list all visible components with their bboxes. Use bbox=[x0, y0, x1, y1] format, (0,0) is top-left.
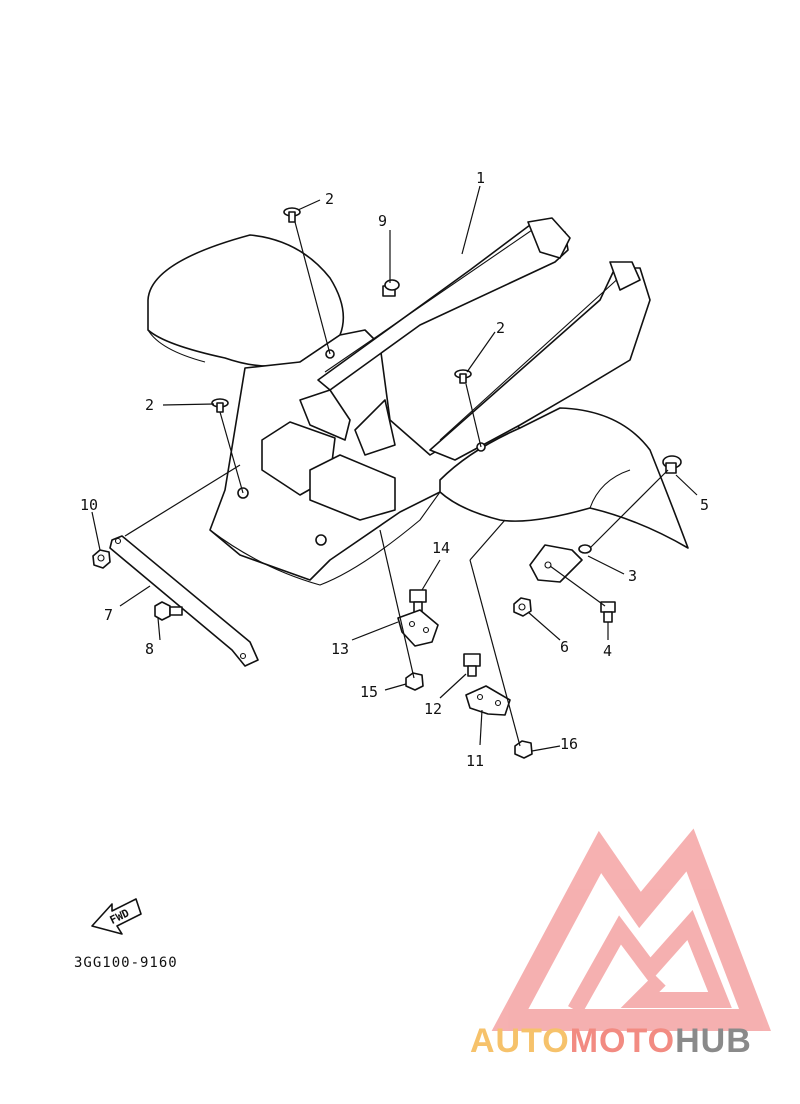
callout-2: 2 bbox=[145, 396, 154, 414]
callout-16: 16 bbox=[560, 735, 578, 753]
callout-labels: 1 2 2 2 3 4 5 6 7 8 9 10 11 12 13 14 15 … bbox=[80, 169, 709, 770]
rear-fender-part-1 bbox=[147, 217, 689, 586]
watermark-brand: AUTOMOTOHUB bbox=[470, 1022, 752, 1060]
callout-8: 8 bbox=[145, 640, 154, 658]
callout-6: 6 bbox=[560, 638, 569, 656]
callout-14: 14 bbox=[432, 539, 450, 557]
nut-part-16 bbox=[514, 740, 533, 759]
callout-1: 1 bbox=[476, 169, 485, 187]
diagram-code: 3GG100-9160 bbox=[74, 955, 178, 971]
automotohub-logo-icon bbox=[491, 828, 771, 1031]
leader-lines bbox=[91, 185, 698, 752]
watermark-hub: HUB bbox=[675, 1022, 752, 1060]
nut-part-10 bbox=[92, 549, 111, 569]
callout-12: 12 bbox=[424, 700, 442, 718]
callout-2: 2 bbox=[325, 190, 334, 208]
callout-15: 15 bbox=[360, 683, 378, 701]
callout-11: 11 bbox=[466, 752, 484, 770]
bolt-part-14 bbox=[409, 589, 427, 613]
callout-10: 10 bbox=[80, 496, 98, 514]
nut-part-15 bbox=[405, 672, 424, 691]
fwd-arrow-icon: FWD bbox=[91, 898, 142, 935]
bolt-part-5 bbox=[662, 455, 682, 474]
callout-7: 7 bbox=[104, 606, 113, 624]
nut-part-6 bbox=[513, 597, 532, 617]
bolt-part-9 bbox=[382, 279, 400, 297]
callout-3: 3 bbox=[628, 567, 637, 585]
bracket-part-11 bbox=[465, 685, 511, 716]
callout-13: 13 bbox=[331, 640, 349, 658]
bracket-part-3 bbox=[529, 544, 592, 583]
callout-9: 9 bbox=[378, 212, 387, 230]
bolt-part-8 bbox=[154, 601, 183, 621]
stay-part-7 bbox=[109, 535, 259, 667]
bolt-part-12 bbox=[463, 653, 481, 677]
callout-5: 5 bbox=[700, 496, 709, 514]
screw-part-2-top bbox=[283, 207, 301, 223]
screw-part-2-right bbox=[454, 369, 472, 384]
bracket-part-13 bbox=[397, 609, 439, 647]
callout-4: 4 bbox=[603, 642, 612, 660]
watermark-auto: AUTO bbox=[470, 1022, 570, 1060]
screw-part-2-left bbox=[211, 398, 229, 413]
watermark-moto: MOTO bbox=[570, 1022, 675, 1060]
callout-2: 2 bbox=[496, 319, 505, 337]
